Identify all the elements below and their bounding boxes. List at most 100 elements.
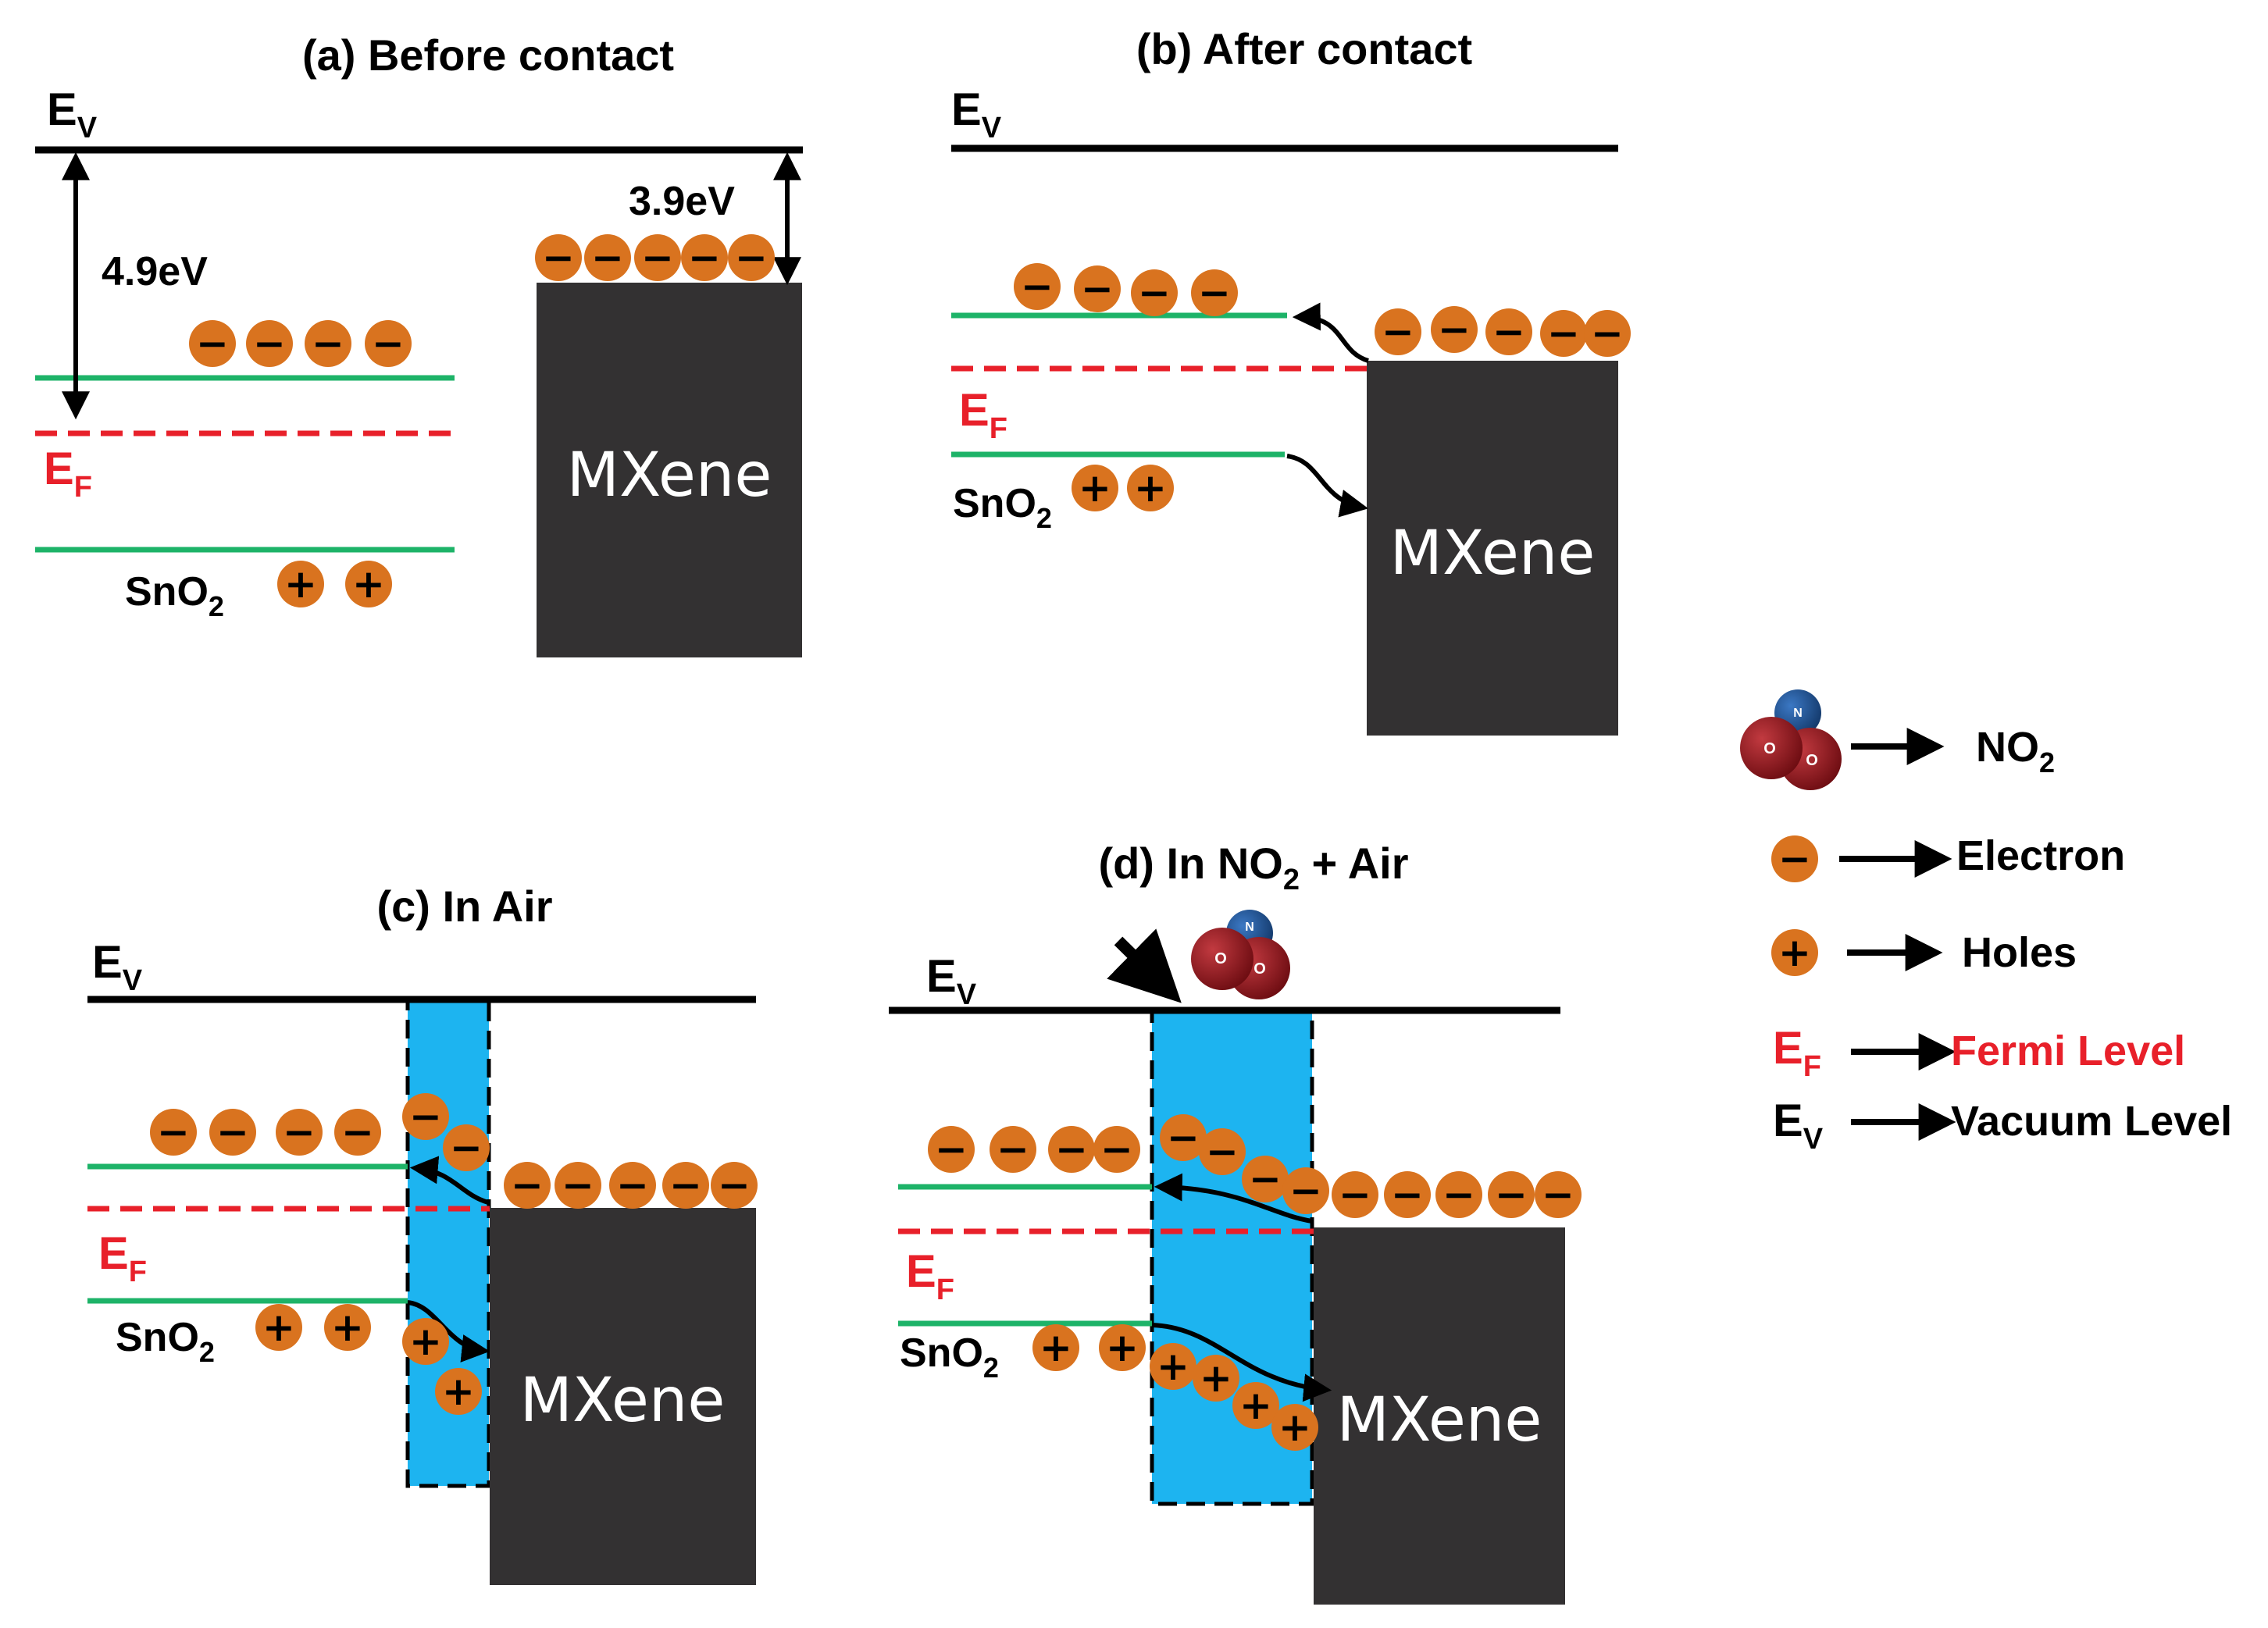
electron	[1485, 308, 1532, 355]
electron-sign: −	[283, 1110, 316, 1155]
svg-text:N: N	[1793, 707, 1803, 720]
electron	[728, 234, 775, 281]
ev-label: EV	[951, 84, 1002, 144]
electron	[609, 1162, 656, 1209]
electron-sign: −	[450, 1125, 483, 1170]
electron-sign: −	[1081, 266, 1114, 312]
electron-sign: −	[1382, 309, 1414, 354]
svg-text:N: N	[1245, 921, 1254, 934]
legend-electron-symbol-sign: −	[1778, 836, 1811, 882]
ev-label: EV	[926, 951, 977, 1011]
hole-sign: +	[1134, 465, 1167, 511]
oxygen-atom	[1740, 717, 1803, 779]
electron-sign: −	[372, 321, 405, 366]
hole	[255, 1304, 302, 1351]
electron	[1199, 1128, 1246, 1175]
electron	[662, 1162, 709, 1209]
electron-sign: −	[1391, 1172, 1424, 1217]
electron-sign: −	[1138, 270, 1171, 315]
hole-sign: +	[1040, 1325, 1072, 1370]
electron	[334, 1109, 381, 1156]
hole-sign: +	[1278, 1405, 1311, 1450]
legend-no2-molecule: N O O	[1740, 689, 1842, 790]
electron	[1435, 1171, 1482, 1218]
panel-b-title: (b) After contact	[1136, 24, 1472, 73]
electron	[1332, 1171, 1378, 1218]
hole-sign: +	[284, 561, 317, 607]
mxene-block	[490, 1208, 756, 1585]
hole-sign: +	[1079, 465, 1111, 511]
electron-sign: −	[1495, 1172, 1528, 1217]
no2-molecule: N O O	[1191, 910, 1290, 999]
electron-sign: −	[935, 1127, 968, 1172]
electron-sign: −	[669, 1163, 702, 1208]
panel-b: (b) After contact EV MXene EF SnO2	[951, 24, 1618, 736]
hole	[435, 1368, 482, 1415]
hole	[1099, 1324, 1146, 1371]
sno2-label: SnO2	[953, 481, 1052, 534]
panel-a: (a) Before contact EV MXene 4.9eV 3.9eV …	[35, 30, 803, 657]
hole	[1072, 465, 1118, 511]
electron	[443, 1124, 490, 1171]
electron-sign: −	[1198, 270, 1231, 315]
legend-ef-symbol: EF	[1773, 1023, 1821, 1083]
ef-label: EF	[44, 444, 92, 504]
hole-sign: +	[1106, 1325, 1139, 1370]
energy-label-left: 4.9eV	[102, 249, 208, 294]
electron	[1131, 269, 1178, 316]
electron	[928, 1126, 975, 1173]
hole	[324, 1304, 371, 1351]
mxene-label: MXene	[520, 1366, 726, 1436]
electron-sign: −	[341, 1110, 374, 1155]
electron	[1160, 1114, 1207, 1161]
electron-sign: −	[1021, 264, 1054, 309]
legend-ev-symbol: EV	[1773, 1095, 1824, 1156]
electron	[1384, 1171, 1431, 1218]
panel-a-title: (a) Before contact	[302, 30, 674, 80]
electron-sign: −	[641, 235, 674, 280]
hole	[1271, 1404, 1318, 1451]
electron-sign: −	[1206, 1129, 1239, 1174]
electron	[535, 234, 582, 281]
electron-sign: −	[1167, 1115, 1200, 1160]
electron	[189, 320, 236, 367]
electron-transfer-arrow	[1292, 302, 1369, 363]
electron-sign: −	[1591, 311, 1624, 356]
mxene-block	[1314, 1227, 1565, 1605]
electron-sign: −	[1289, 1168, 1322, 1213]
mxene-label: MXene	[1390, 518, 1596, 589]
sno2-label: SnO2	[125, 569, 224, 622]
gas-adsorption-arrow	[1107, 928, 1182, 1003]
electron	[365, 320, 412, 367]
svg-text:O: O	[1253, 960, 1266, 978]
oxygen-atom	[1191, 928, 1253, 990]
legend-fermi-label: Fermi Level	[1951, 1028, 2185, 1074]
electron	[305, 320, 351, 367]
panel-c-title: (c) In Air	[376, 882, 552, 931]
hole	[1150, 1343, 1196, 1390]
electron-sign: −	[1100, 1127, 1133, 1172]
svg-text:O: O	[1806, 752, 1818, 769]
svg-text:O: O	[1214, 950, 1227, 967]
mxene-block	[1367, 361, 1618, 736]
electron-sign: −	[409, 1094, 442, 1139]
electron	[1431, 306, 1478, 353]
electron	[1535, 1171, 1582, 1218]
energy-label-right: 3.9eV	[629, 179, 735, 224]
ev-label: EV	[47, 84, 98, 144]
sno2-label: SnO2	[900, 1331, 999, 1384]
electron-sign: −	[1249, 1156, 1282, 1202]
legend-electron-symbol	[1771, 835, 1818, 882]
hole	[402, 1318, 449, 1365]
hole	[1127, 465, 1174, 511]
hole	[277, 561, 324, 607]
electron	[555, 1162, 601, 1209]
electron-transfer-arrow	[409, 1156, 489, 1205]
sno2-label: SnO2	[116, 1315, 215, 1368]
svg-text:O: O	[1763, 740, 1776, 757]
electron	[1242, 1156, 1289, 1202]
electron	[681, 234, 728, 281]
electron-sign: −	[216, 1110, 249, 1155]
electron	[634, 234, 681, 281]
